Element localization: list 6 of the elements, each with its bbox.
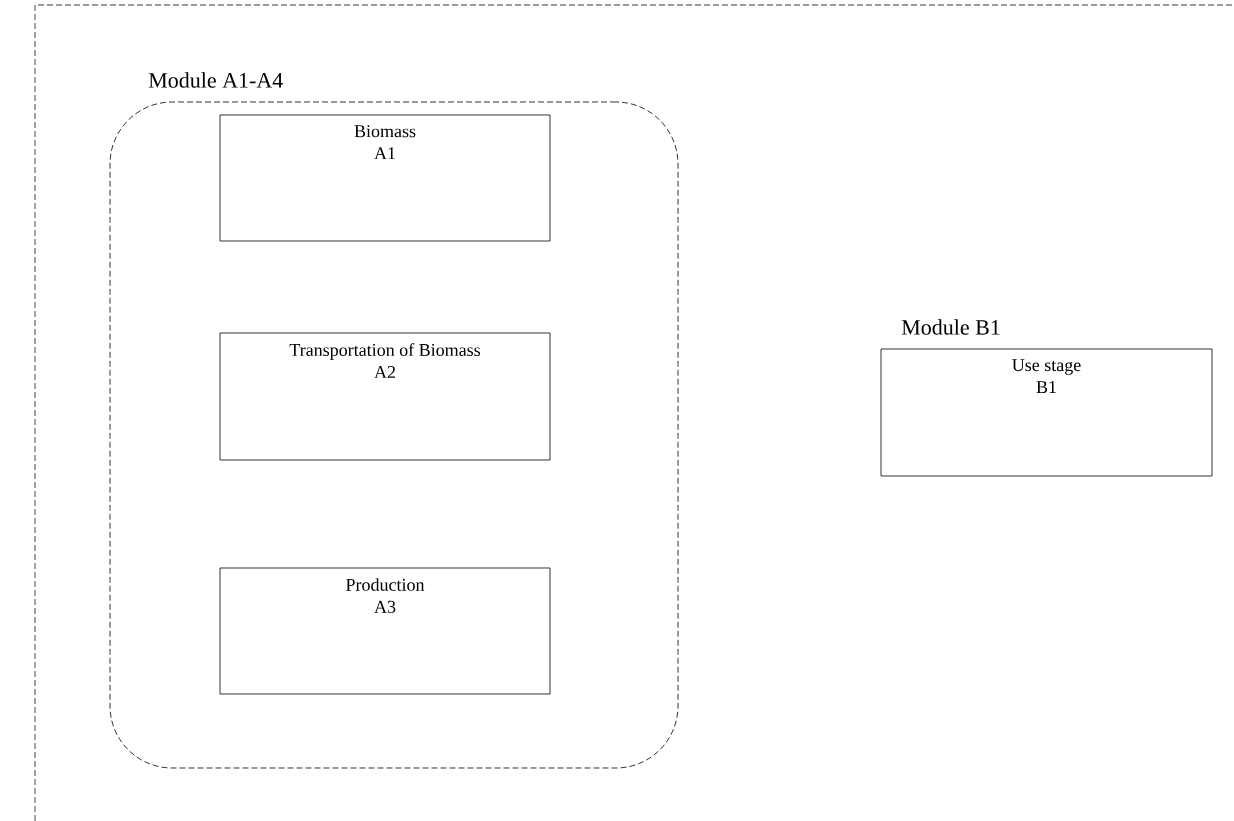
process-box: Production A3 bbox=[219, 567, 551, 695]
module-heading: Module B1 bbox=[901, 319, 1000, 335]
node-label: Module A1-A4 bbox=[148, 72, 283, 88]
process-box: Transportation of Biomass A2 bbox=[219, 332, 551, 461]
process-box: Biomass A1 bbox=[219, 114, 551, 242]
process-box: Use stage B1 bbox=[880, 348, 1213, 477]
